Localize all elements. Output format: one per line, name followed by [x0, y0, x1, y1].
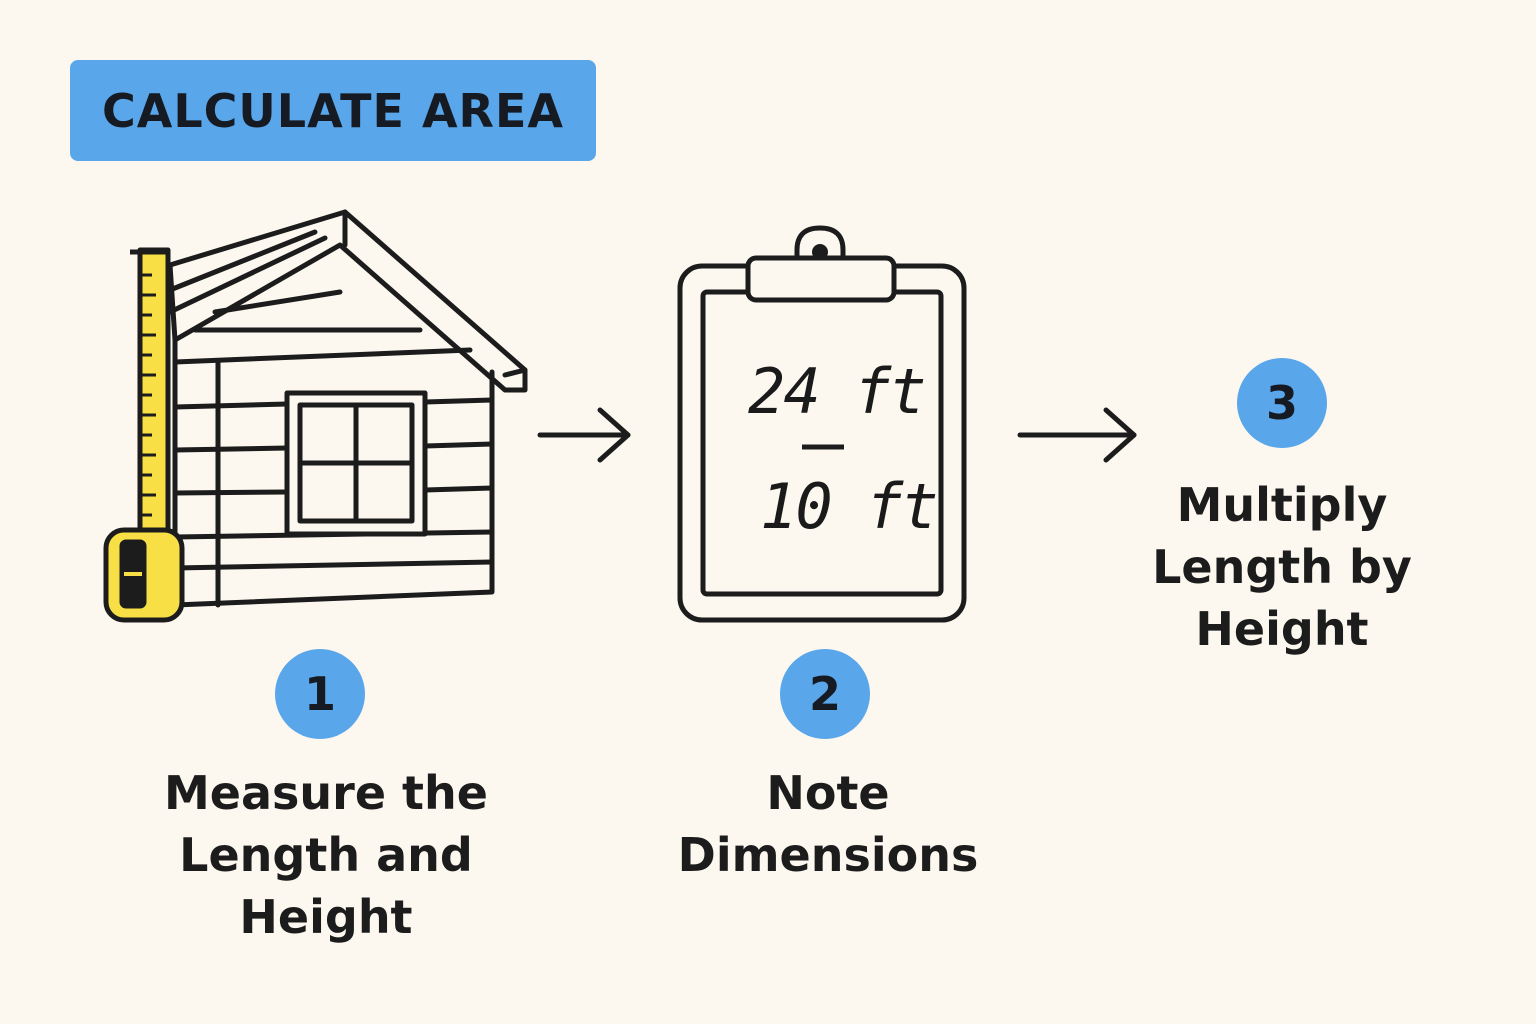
step-2-label: Note Dimensions: [628, 762, 1028, 886]
step-2-line-1: Note: [766, 766, 890, 820]
tape-measure-icon: [103, 247, 185, 623]
clipboard-length-value: 24 ft: [748, 355, 927, 428]
house-icon: [167, 209, 528, 608]
clipboard-height-value: 10 ft: [760, 470, 939, 543]
step-3-label: Multiply Length by Height: [1082, 474, 1482, 660]
clipboard-icon: [677, 225, 967, 623]
step-2-line-2: Dimensions: [677, 828, 979, 882]
step-1-line-1: Measure the: [164, 766, 488, 820]
arrow-right-icon: [1017, 407, 1137, 463]
step-3-line-2: Length by: [1152, 540, 1412, 594]
step-3-badge: 3: [1237, 358, 1327, 448]
page-title: CALCULATE AREA: [102, 83, 564, 138]
step-1-line-2: Length and: [179, 828, 473, 882]
step-2-badge: 2: [780, 649, 870, 739]
arrow-right-icon: [537, 407, 631, 463]
step-1-label: Measure the Length and Height: [126, 762, 526, 948]
step-1-badge: 1: [275, 649, 365, 739]
step-3-line-1: Multiply: [1176, 478, 1388, 532]
title-banner: CALCULATE AREA: [70, 60, 596, 161]
step-3-line-3: Height: [1195, 602, 1369, 656]
step-1-line-3: Height: [239, 890, 413, 944]
